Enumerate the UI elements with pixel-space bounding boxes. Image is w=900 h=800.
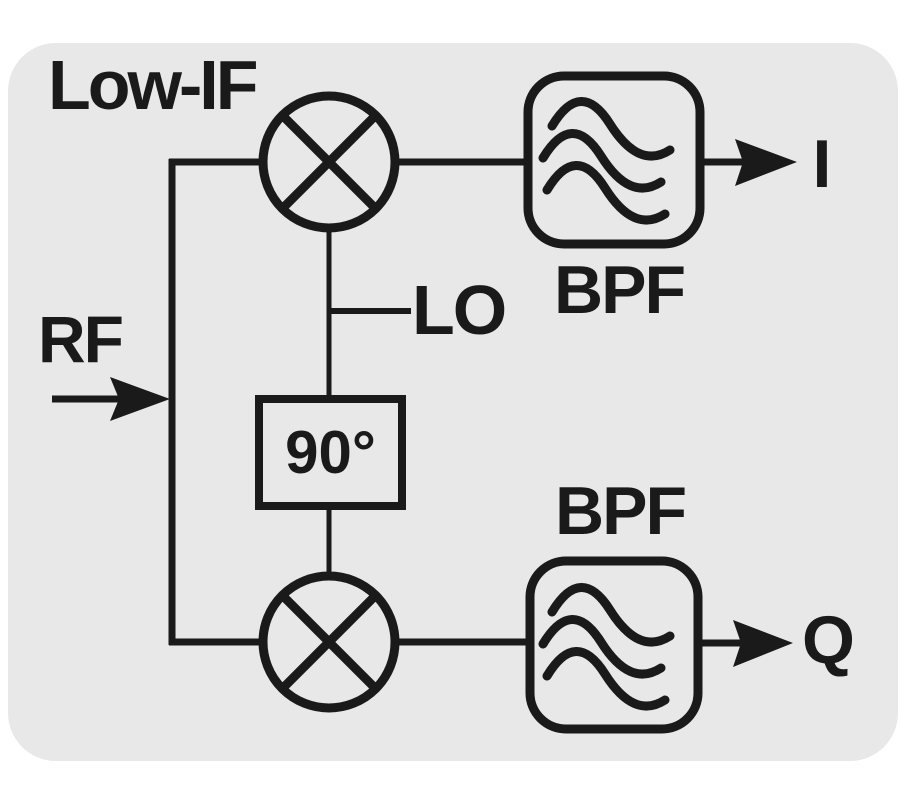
q-output-label: Q [802, 602, 855, 678]
bpf-bottom-label: BPF [555, 473, 687, 549]
lo-label: LO [412, 271, 507, 349]
bpf-top-label: BPF [554, 252, 686, 328]
bpf-bottom-icon [525, 556, 703, 734]
rf-input-label: RF [38, 302, 124, 376]
phase-shifter-box [255, 395, 406, 510]
i-output-label: I [812, 126, 832, 202]
phase-shifter-label: 90° [285, 419, 376, 486]
bpf-top-icon [523, 71, 705, 249]
q-arrowhead-icon [733, 620, 793, 667]
mixer-top-icon [258, 91, 400, 233]
rf-arrowhead-icon [110, 377, 170, 421]
mixer-bottom-icon [258, 571, 400, 713]
diagram-title: Low-IF [48, 46, 258, 124]
i-arrowhead-icon [735, 139, 797, 186]
